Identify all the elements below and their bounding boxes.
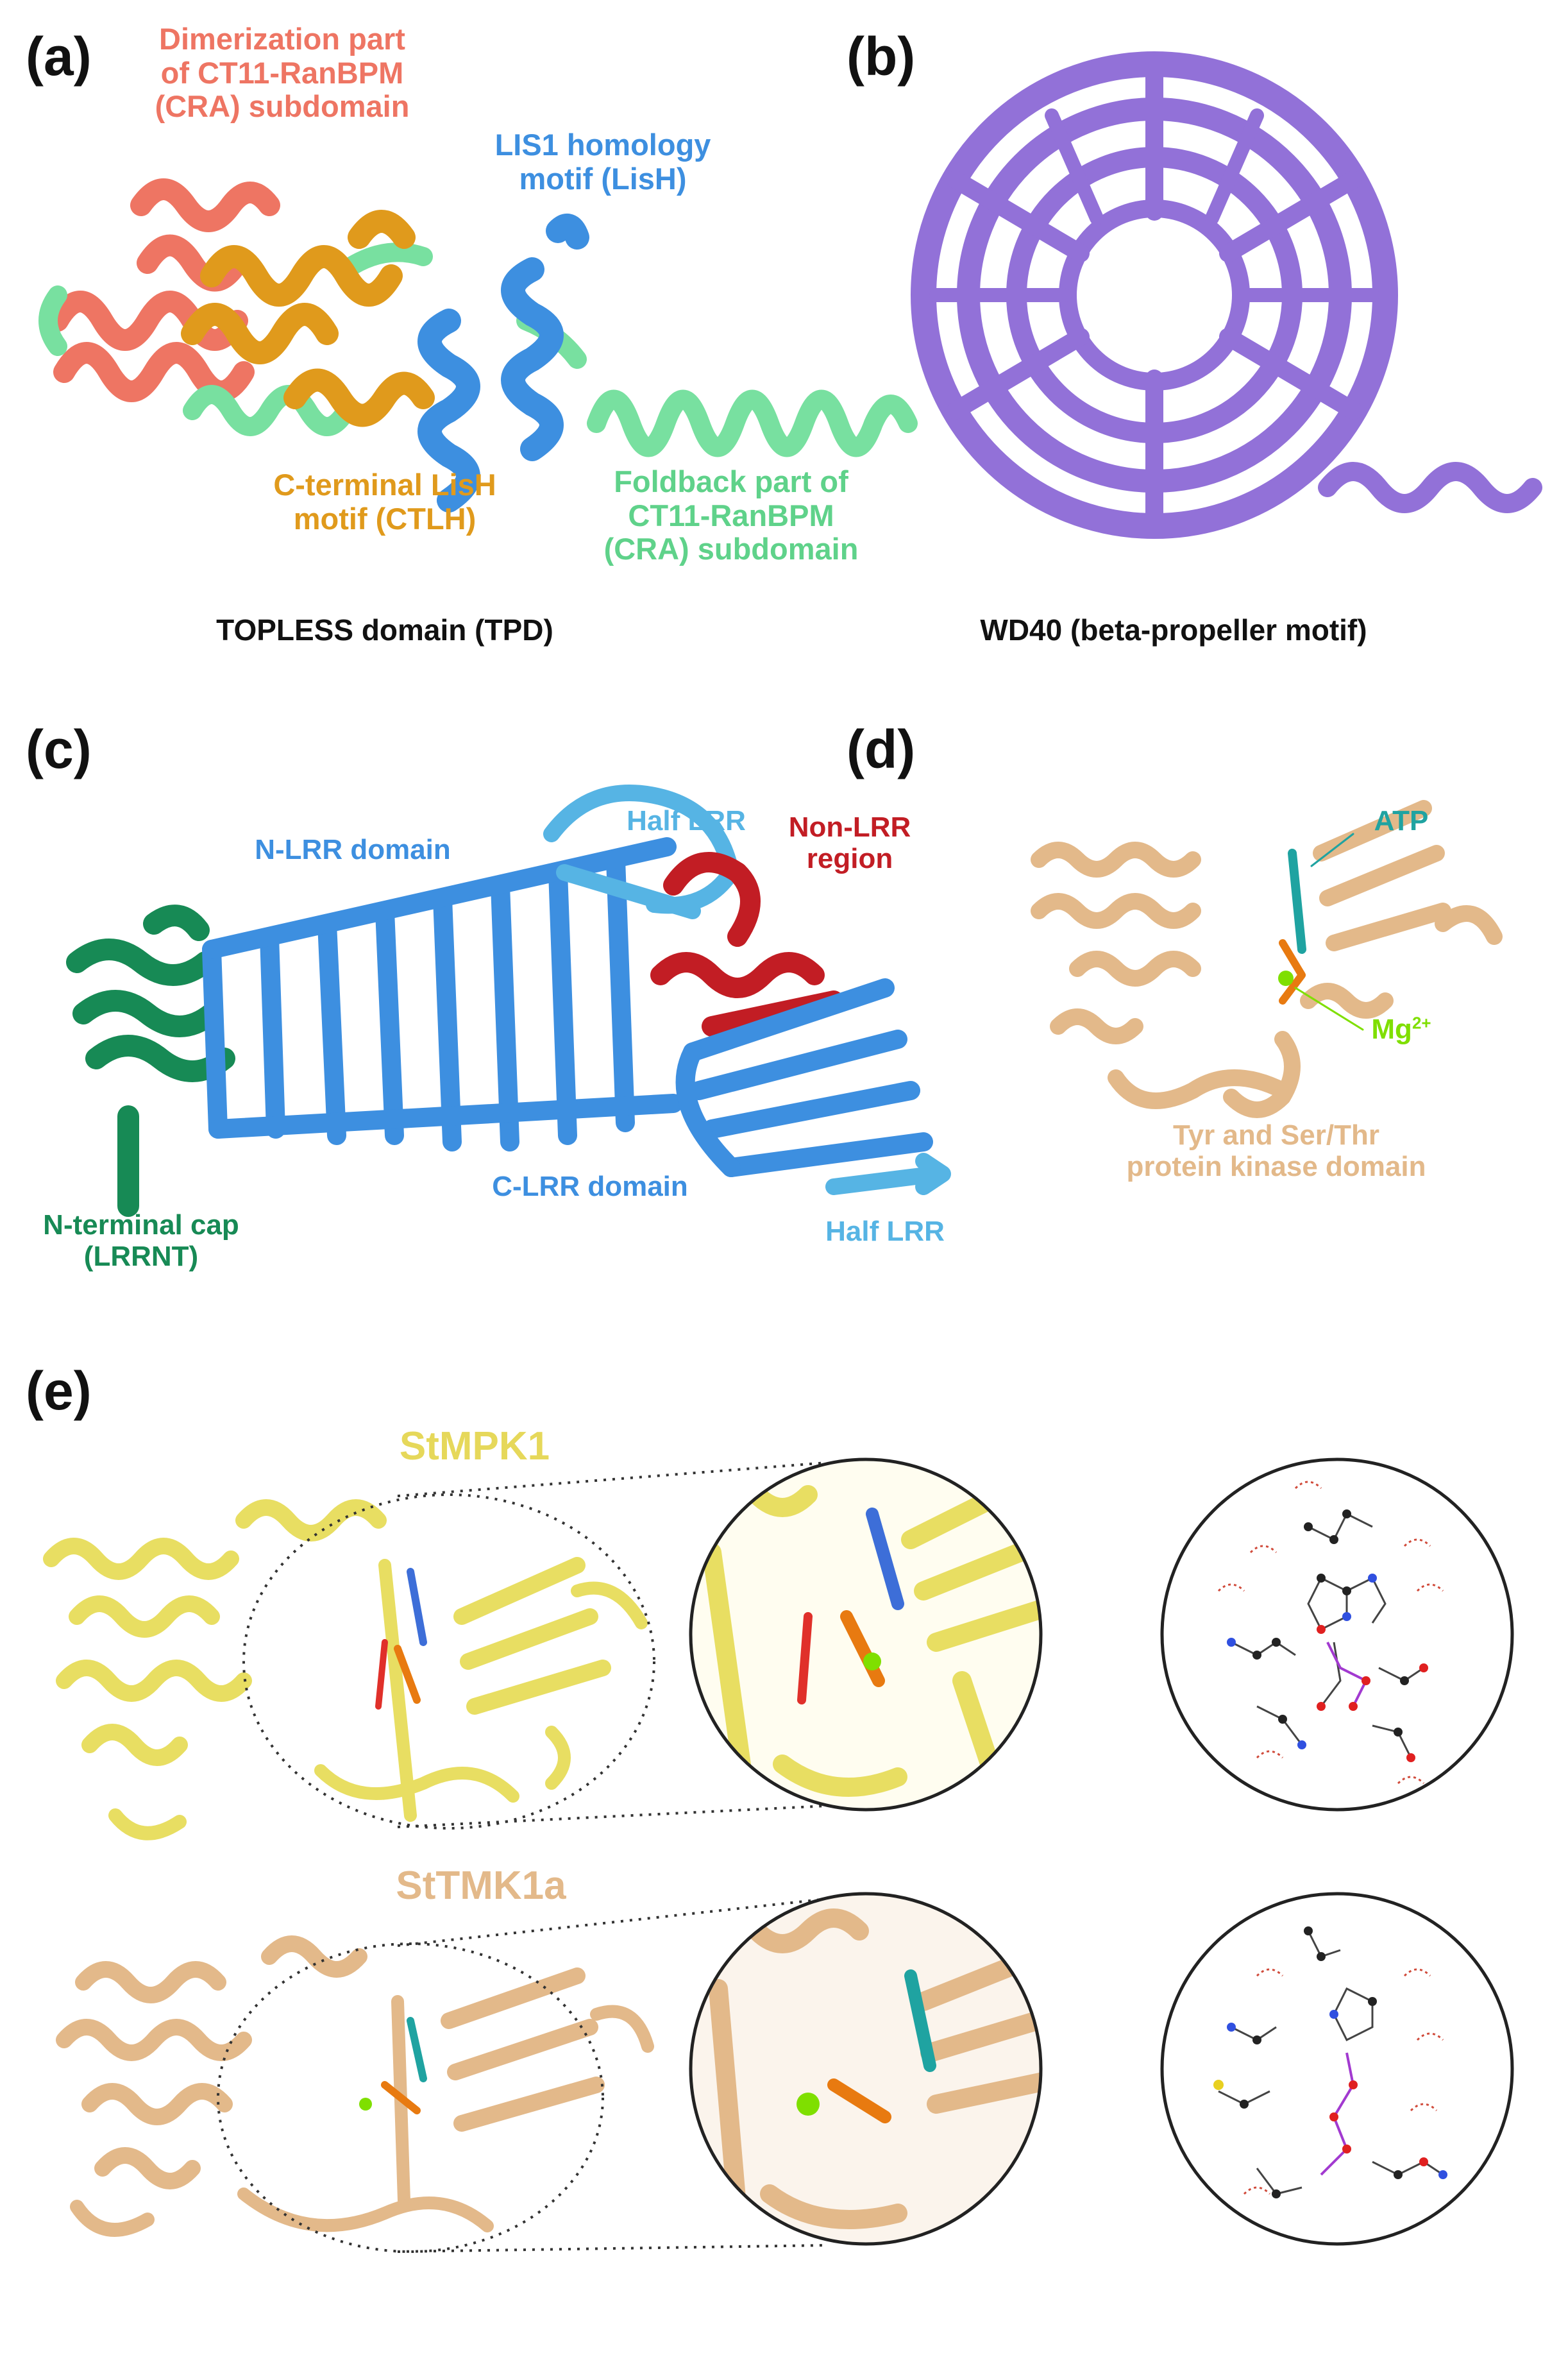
label-half-lrr-top: Half LRR [627,805,746,837]
label-ctlh: C-terminal LisH motif (CTLH) [273,468,496,536]
caption-wd40: WD40 (beta-propeller motif) [980,613,1367,647]
sttmk1a-zoom-circle [689,1892,1043,2246]
sttmk1a-zoom-outline [217,1942,604,2253]
panel-b-letter: (b) [847,26,916,87]
n-terminal-cap-helix [66,905,235,1217]
label-n-lrr-domain: N-LRR domain [255,834,451,865]
non-lrr-region [650,852,844,1037]
label-mg: Mg2+ [1371,1013,1431,1045]
cra-foldback-helices [38,242,918,457]
panel-c-letter: (c) [26,719,92,779]
half-lrr-top [543,785,739,919]
label-c-lrr-domain: C-LRR domain [492,1171,688,1202]
label-non-lrr-region: Non-LRR region [788,811,911,875]
stmpk1-ligand [375,1568,427,1710]
c-lrr-strands [675,978,933,1177]
label-half-lrr-bottom: Half LRR [825,1216,945,1247]
sttmk1a-ligand [359,2017,427,2114]
label-cra-foldback: Foldback part of CT11-RanBPM (CRA) subdo… [603,464,859,566]
stmpk1-structure [43,1499,648,1840]
sttmk1a-structure [56,1935,654,2237]
lish-helices [417,214,589,513]
lrr-structure [66,785,951,1217]
ctlh-helices [181,210,435,427]
sttmk1a-zoom-detail [691,1894,1041,2244]
wd40-structure [911,51,1542,539]
stmpk1-zoom-circle [689,1457,1043,1812]
label-lish: LIS1 homology motif (LisH) [494,128,711,196]
label-stmpk1: StMPK1 [399,1424,550,1468]
label-atp: ATP [1374,805,1429,837]
stmpk1-zoom-outline [242,1493,655,1830]
sttmk1a-interaction-diagram [1160,1892,1514,2246]
stmpk1-interaction-diagram [1160,1457,1514,1812]
caption-tpd: TOPLESS domain (TPD) [216,613,553,647]
label-cra-dimerization: Dimerization part of CT11-RanBPM (CRA) s… [155,22,410,124]
tpd-structure [38,178,918,513]
panel-e-letter: (e) [26,1361,92,1421]
n-lrr-strands [202,837,683,1151]
kinase-structure [1031,800,1503,1118]
stmpk1-zoom-detail [691,1459,1041,1810]
half-lrr-bottom [825,1153,951,1195]
label-kinase-domain: Tyr and Ser/Thr protein kinase domain [1126,1119,1426,1183]
atp-ligand [1278,849,1306,1005]
cra-dimerization-helices [47,178,280,402]
panel-a-letter: (a) [26,26,92,87]
panel-d-letter: (d) [847,719,916,779]
label-sttmk1a: StTMK1a [396,1864,566,1908]
label-n-terminal-cap: N-terminal cap (LRRNT) [43,1209,239,1273]
